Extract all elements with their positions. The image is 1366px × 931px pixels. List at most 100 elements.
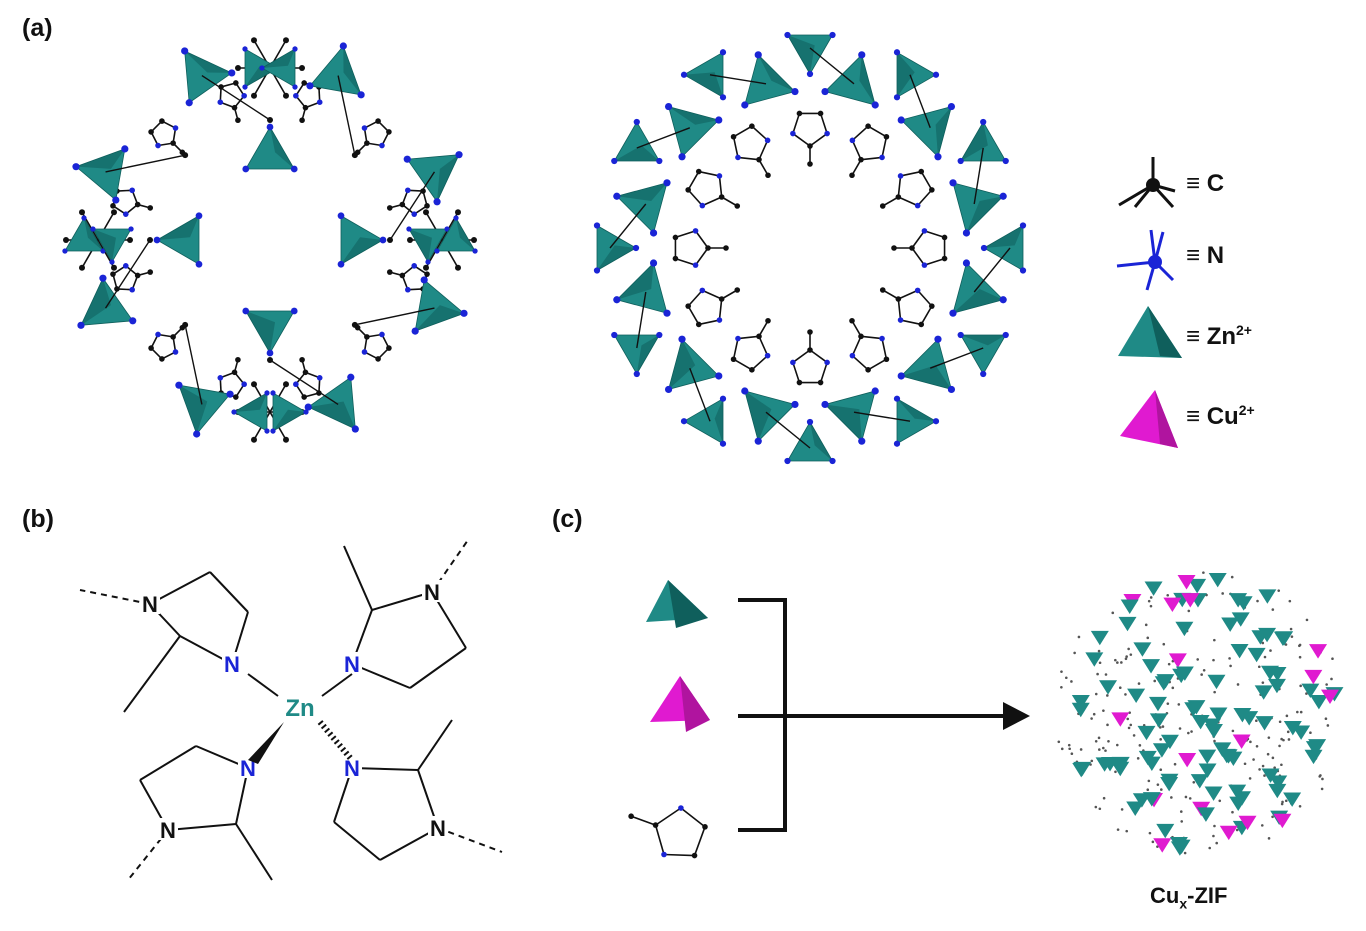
cluster-atom (1321, 777, 1324, 781)
zn-tetrahedron-shade (984, 225, 1023, 248)
linker-ring-atom (129, 187, 135, 194)
reagent-2-methylimidazole (628, 805, 708, 859)
linker-ring-bond (687, 189, 703, 207)
zn-tetrahedron-shade (308, 401, 356, 430)
zn-tetrahedron (1188, 578, 1207, 594)
cluster-atom (1228, 657, 1231, 660)
cu-tetrahedron (1153, 838, 1172, 853)
bridge-atom (147, 237, 153, 243)
product-suffix: -ZIF (1187, 883, 1228, 908)
zn-tetrahedron-n-atom (339, 42, 347, 50)
imidazole-lower-left-n-label: N (240, 756, 256, 781)
zn-tetrahedron (1120, 599, 1139, 614)
cluster-atom (1271, 815, 1274, 819)
linker-ring (685, 168, 741, 209)
cluster-atom (1230, 575, 1234, 579)
cluster-atom (1267, 837, 1271, 840)
zn-tetrahedron-n-atom (632, 244, 640, 252)
cluster-atom (1120, 808, 1124, 811)
zn-tetrahedron (1099, 680, 1118, 695)
linker-ring-methyl (879, 287, 886, 293)
legend-zinc-charge: 2+ (1236, 322, 1252, 338)
zn-tetrahedron-n-atom (680, 71, 688, 78)
zn-tetrahedron (181, 47, 236, 107)
zn-tetrahedron (784, 31, 836, 78)
bridge-bond (354, 307, 435, 326)
cluster-atom (1097, 649, 1101, 653)
linker-ring-atom (790, 130, 796, 137)
cluster-atom (1249, 740, 1252, 744)
linker-ring (672, 228, 729, 268)
linker-ring-atom (424, 203, 430, 209)
imidazole-lower-right-link (437, 827, 503, 853)
linker-ring-atom (672, 234, 679, 241)
zn-n-wedge (248, 722, 284, 764)
cluster-atom (1070, 752, 1074, 756)
zn-tetrahedron-n-atom (806, 418, 814, 426)
linker-ring-atom (695, 168, 702, 175)
linker-ring-methyl-bond (851, 320, 862, 337)
cu-tetrahedron (1168, 653, 1187, 668)
zn-tetrahedron-n-atom (893, 49, 901, 56)
zn-tetrahedron-n-atom (62, 248, 68, 254)
legend-carbon-text: C (1206, 170, 1225, 197)
zn-tetrahedron (1283, 721, 1302, 736)
linker-ring-atom (883, 133, 890, 140)
imidazole-upper-left-methyl (123, 635, 181, 713)
zn-tetrahedron (175, 381, 234, 438)
cluster-atom (1296, 710, 1299, 714)
zn-tetrahedron (949, 179, 1007, 237)
bridge-atom (267, 117, 273, 123)
linker-ring-atom (914, 202, 921, 209)
linker-ring-bond (851, 336, 862, 356)
cluster-atom (1277, 589, 1281, 592)
zn-tetrahedron-shade (437, 154, 460, 202)
cluster-atom (1221, 592, 1224, 595)
cluster-atom (1261, 681, 1265, 684)
linker-ring (730, 317, 771, 373)
linker-ring (293, 356, 323, 400)
zn-tetrahedron (680, 49, 727, 101)
linker-ring-atom (241, 92, 247, 99)
frame-bond (689, 367, 711, 422)
linker-ring-atom (824, 359, 830, 366)
cluster-atom (1187, 609, 1191, 613)
cluster-atom (1231, 729, 1235, 733)
zn-tetrahedron (613, 259, 671, 317)
linker-ring-atom (172, 125, 179, 131)
zn-tetrahedron-shade (80, 278, 111, 326)
cluster-atom (1161, 725, 1165, 728)
reagent-2-methylimidazole-atom (678, 805, 684, 811)
zn-tetrahedron-n-atom (357, 91, 365, 99)
zn-tetrahedron-n-atom (962, 259, 971, 267)
zn-tetrahedron (1247, 647, 1266, 663)
zn-tetrahedron (784, 418, 836, 465)
zn-tetrahedron-n-atom (719, 395, 727, 402)
linker-ring-atom (849, 352, 856, 359)
zn-tetrahedron-n-atom (129, 317, 137, 325)
zn-tetrahedron-n-atom (980, 118, 987, 126)
imidazole-upper-right-methyl (343, 545, 373, 611)
cluster-atom (1267, 736, 1271, 739)
cluster-atom (1298, 804, 1302, 808)
imidazole-lower-left-bond (139, 745, 197, 781)
zn-tetrahedron-n-atom (1002, 331, 1009, 339)
zn-tetrahedron-shade (92, 229, 116, 262)
zn-tetrahedron (403, 151, 463, 206)
cu-tetrahedron (1304, 669, 1323, 685)
zn-tetrahedron-n-atom (266, 349, 274, 357)
linker-ring-atom (918, 168, 925, 175)
linker-ring-atom (941, 255, 948, 262)
linker-ring-atom (730, 133, 737, 140)
linker-ring (386, 187, 430, 217)
cluster-atom (1255, 744, 1259, 748)
cluster-atom (1326, 724, 1330, 727)
linker-ring (110, 187, 154, 217)
cluster-atom (1129, 723, 1133, 727)
linker-ring-atom (411, 263, 418, 269)
cluster-atom (283, 436, 289, 443)
linker-ring-bond (792, 113, 801, 134)
linker-ring-methyl (734, 203, 741, 209)
zn-tetrahedron-n-atom (932, 418, 940, 425)
zn-tetrahedron (1111, 756, 1130, 772)
